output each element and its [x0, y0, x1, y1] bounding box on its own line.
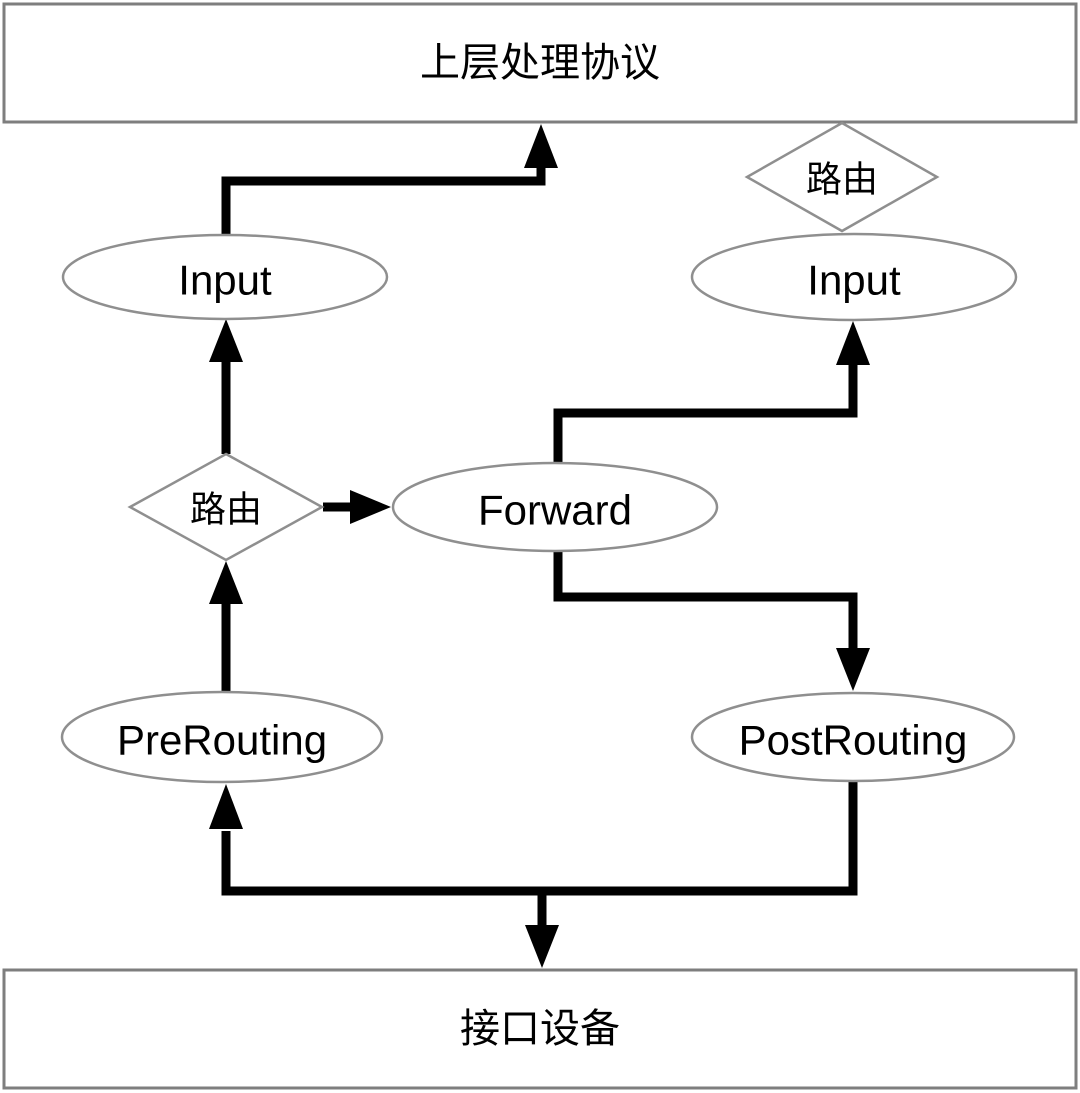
- prerouting-label: PreRouting: [117, 717, 327, 764]
- postrouting-node: [690, 691, 1016, 783]
- route-decision-top-label: 路由: [806, 159, 878, 200]
- arrow-forward-to-postrouting: [553, 551, 870, 691]
- forward-label: Forward: [478, 487, 632, 534]
- interface-device-label: 接口设备: [460, 1007, 620, 1051]
- route-decision-top-diamond: [744, 121, 940, 233]
- interface-device-box: [2, 968, 1078, 1090]
- input-left-node: [61, 233, 389, 321]
- arrow-prerouting-to-route-middle: [209, 561, 243, 691]
- upper-layer-protocol-box: [2, 2, 1078, 124]
- postrouting-label: PostRouting: [739, 717, 968, 764]
- route-decision-middle-diamond: [127, 452, 325, 562]
- input-left-label: Input: [178, 257, 272, 304]
- arrow-route-middle-to-input-left: [209, 319, 243, 454]
- arrow-postrouting-to-prerouting: [209, 779, 858, 896]
- arrow-forward-to-input-right: [553, 321, 870, 462]
- arrow-route-middle-to-forward: [323, 490, 391, 524]
- route-decision-middle-label: 路由: [190, 489, 262, 530]
- input-right-label: Input: [807, 257, 901, 304]
- forward-node: [391, 461, 719, 553]
- prerouting-node: [60, 690, 384, 784]
- upper-layer-protocol-label: 上层处理协议: [420, 41, 660, 85]
- arrow-to-interface-device: [525, 891, 559, 968]
- arrow-input-left-to-upper-layer: [221, 124, 558, 236]
- input-right-node: [690, 232, 1018, 322]
